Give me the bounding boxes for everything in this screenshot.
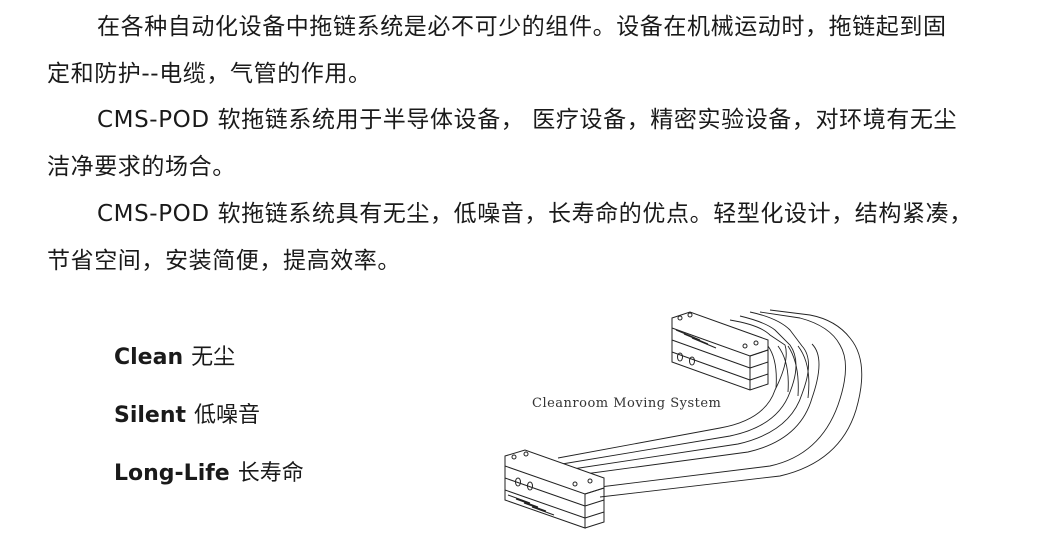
- paragraph-intro-line1: 在各种自动化设备中拖链系统是必不可少的组件。设备在机械运动时，拖链起到固: [97, 14, 947, 40]
- cable-carrier-drawing-icon: [504, 309, 863, 529]
- feature-clean: Clean 无尘: [114, 338, 304, 396]
- paragraph-advantages-line2: 节省空间，安装简便，提高效率。: [47, 248, 401, 274]
- paragraph-advantages: CMS-POD 软拖链系统具有无尘，低噪音，长寿命的优点。轻型化设计，结构紧凑，…: [47, 191, 1022, 285]
- ribbon-cables: [557, 309, 863, 498]
- feature-en: Long-Life: [114, 461, 230, 486]
- paragraph-intro-line2: 定和防护--电缆，气管的作用。: [47, 61, 372, 87]
- paragraph-application-line1: CMS-POD 软拖链系统用于半导体设备， 医疗设备，精密实验设备，对环境有无尘: [97, 107, 958, 133]
- paragraph-application-line2: 洁净要求的场合。: [47, 154, 236, 180]
- feature-list: Clean 无尘 Silent 低噪音 Long-Life 长寿命: [114, 338, 304, 512]
- feature-en: Silent: [114, 403, 187, 428]
- paragraph-intro: 在各种自动化设备中拖链系统是必不可少的组件。设备在机械运动时，拖链起到固 定和防…: [47, 4, 1022, 98]
- diagram-caption: Cleanroom Moving System: [532, 396, 722, 411]
- feature-zh: 无尘: [191, 345, 236, 370]
- lower-connector: [504, 449, 605, 529]
- feature-long-life: Long-Life 长寿命: [114, 454, 304, 512]
- feature-silent: Silent 低噪音: [114, 396, 304, 454]
- feature-zh: 低噪音: [194, 403, 261, 428]
- feature-en: Clean: [114, 345, 184, 370]
- upper-connector: [671, 311, 769, 391]
- paragraph-advantages-line1: CMS-POD 软拖链系统具有无尘，低噪音，长寿命的优点。轻型化设计，结构紧凑，: [97, 201, 973, 227]
- feature-zh: 长寿命: [237, 461, 304, 486]
- paragraph-application: CMS-POD 软拖链系统用于半导体设备， 医疗设备，精密实验设备，对环境有无尘…: [47, 97, 1022, 191]
